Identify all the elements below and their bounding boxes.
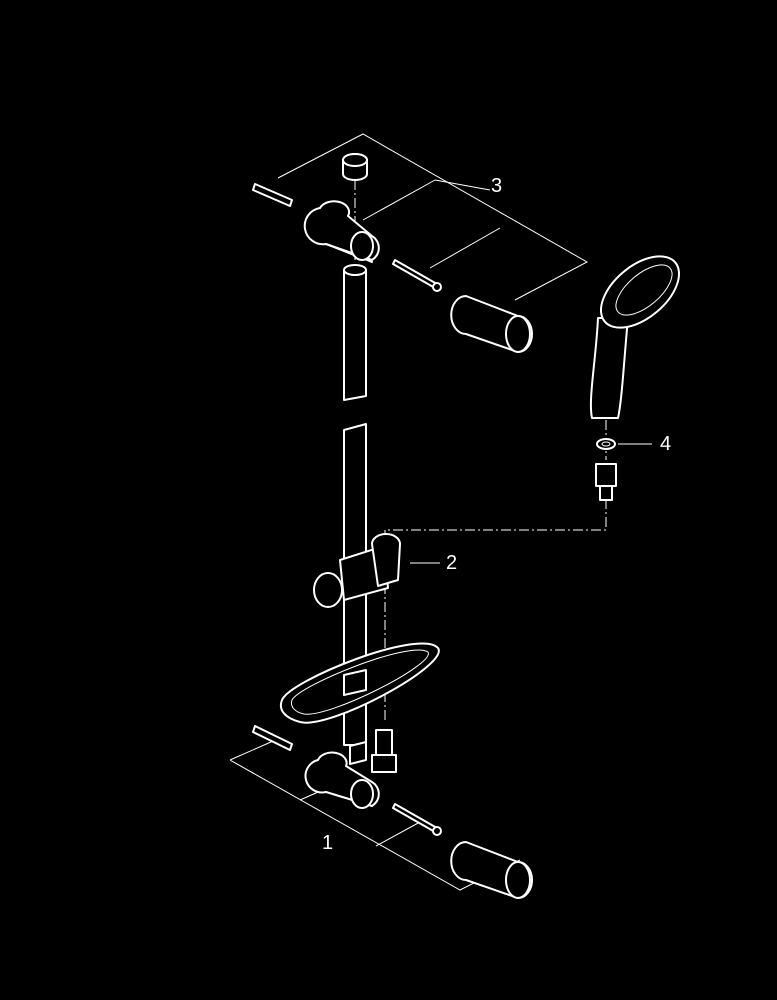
bottom-wall-bracket bbox=[304, 741, 380, 809]
callout-3-bracket bbox=[277, 133, 589, 301]
callout-label-1: 1 bbox=[322, 832, 334, 854]
callout-label-2: 2 bbox=[446, 552, 458, 574]
soap-tray bbox=[280, 642, 440, 724]
top-left-screw bbox=[252, 183, 293, 207]
top-mount-screw bbox=[392, 259, 442, 292]
bottom-left-screw bbox=[252, 725, 293, 751]
washer bbox=[596, 438, 616, 450]
bottom-cover-cap bbox=[450, 841, 533, 899]
hand-shower bbox=[589, 255, 681, 419]
top-cap-small bbox=[342, 153, 368, 181]
bottom-mount-screw bbox=[392, 803, 442, 836]
slider-holder bbox=[313, 533, 401, 608]
hose-nut bbox=[595, 463, 617, 501]
top-cover-cap bbox=[450, 295, 533, 353]
callout-label-3: 3 bbox=[491, 175, 503, 197]
top-wall-bracket bbox=[303, 200, 380, 263]
hose-path-line bbox=[384, 500, 607, 720]
callout-label-4: 4 bbox=[660, 433, 672, 455]
hose-connector bbox=[371, 729, 397, 773]
